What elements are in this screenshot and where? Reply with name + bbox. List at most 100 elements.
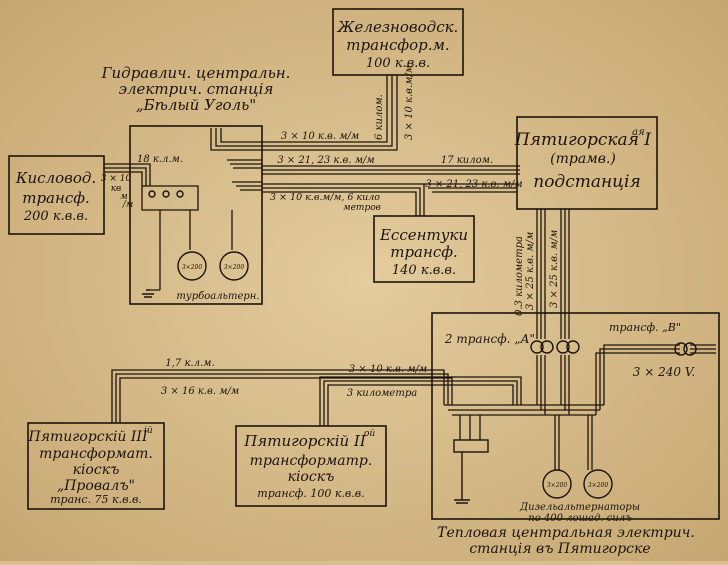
label-diesel-1: Дизельальтернаторы (519, 502, 640, 513)
line-therm-pyat3-1 (111, 369, 445, 423)
label-turbo: турбоальтерн. (176, 291, 259, 302)
label-diesel-2: по 400 лошад. силъ (528, 513, 632, 524)
line-therm-pyat2-1 (319, 376, 522, 426)
thermal-ground (454, 452, 470, 504)
hydro-station-box (129, 125, 263, 305)
pyat2-line-1: Пятигорскій II (243, 432, 367, 450)
pyatigorsk-3-box (27, 422, 165, 510)
line-kisl-hydro-3 (104, 171, 143, 186)
line-therm-pyat2-3 (327, 384, 514, 426)
line-kisl-hydro-2 (104, 167, 147, 186)
thermal-line-1: Тепловая центральная электрич. (437, 525, 695, 541)
trans-a-coil-2 (540, 340, 554, 354)
thermal-station-box (431, 312, 720, 520)
pyat2-line-1-sup: ой (364, 429, 375, 439)
label-pyat1-incoming: 3 × 21, 23 к.в. м/м (425, 179, 522, 190)
zhel-line-2: трансфор.м. (346, 36, 449, 54)
line-hydro-pyat1-1 (227, 159, 520, 167)
thermal-busbar (444, 404, 604, 416)
zheleznovodsk-box (332, 8, 464, 76)
label-zhel-spec: 3 × 10 к.в.м/м (404, 65, 415, 140)
kisl-line-3: 200 к.в.в. (23, 209, 88, 224)
label-kisl-spec-4: /м (122, 200, 134, 210)
trans-a-coil-4 (566, 340, 580, 354)
label-240v: 3 × 240 V. (633, 365, 695, 379)
thermal-trans-b-lines (595, 344, 680, 415)
line-therm-pyat3-2 (115, 373, 449, 423)
pyatigorsk-2-box (235, 425, 387, 507)
line-hydro-zhel-3 (210, 75, 398, 151)
line-therm-pyat2-2 (323, 380, 518, 426)
label-gen-diesel-1: 3×200 (547, 482, 567, 489)
label-pyat1-down-km: 0.3 километра (514, 236, 525, 316)
label-kisl-spec-3: м (120, 192, 127, 202)
thermal-trans-a-lines (536, 355, 570, 415)
hydro-internal-wiring (150, 210, 233, 291)
pyat1-line-1: Пятигорская I (514, 130, 651, 150)
equipment-symbols (142, 190, 697, 504)
label-ess-metres: метров (343, 203, 381, 213)
line-hydro-zhel-1 (215, 75, 393, 147)
label-hydro-pyat1: 3 × 21, 23 к.в. м/м (277, 155, 374, 166)
pyat2-line-3: кіоскъ (288, 469, 335, 485)
hydro-line-1: Гидравлич. центральн. (101, 64, 291, 82)
label-pyat2-spec: 3 × 10 к.в. м/м (349, 364, 427, 375)
pyat3-line-3: кіоскъ (73, 462, 120, 478)
line-hydro-zhel-2 (220, 75, 388, 143)
line-therm-pyat3-3 (119, 377, 453, 423)
hydro-transformer-2 (162, 190, 170, 198)
label-kisl-spec-1: 3 × 10 (101, 174, 132, 184)
hydro-transformer-1 (148, 190, 156, 198)
pyat1-line-3: подстанція (533, 172, 641, 192)
label-pyat1-down-b: 3 × 25 к.в. м/м (549, 230, 560, 308)
diesel-generator-1 (542, 469, 572, 499)
label-pyat3-km: 1,7 к.л.м. (165, 358, 214, 369)
kisl-line-1: Кисловод. (15, 169, 96, 187)
label-kisl-km: 18 к.л.м. (137, 154, 183, 165)
thermal-to-transformers (459, 415, 481, 440)
thermal-transformer-bank (453, 439, 489, 453)
label-hydro-zhel: 3 × 10 к.в. м/м (281, 131, 359, 142)
zhel-line-3: 100 к.в.в. (366, 56, 430, 71)
pyat2-line-2: трансформатр. (250, 453, 373, 469)
label-trans-a: 2 трансф. „А" (444, 332, 535, 346)
pyat3-line-1: Пятигорскій III (28, 429, 148, 445)
label-pyat3-spec: 3 × 16 к.в. м/м (161, 386, 239, 397)
thermal-to-diesel (554, 415, 593, 470)
pyat3-line-1-sup: ій (144, 426, 153, 436)
trans-b-coil-2 (683, 342, 697, 356)
label-17km: 17 килом. (441, 155, 493, 166)
label-gen-hydro-1: 3×200 (182, 264, 202, 271)
hydro-switchgear (141, 185, 199, 211)
line-labels: 3 × 10 к.в. м/м 6 килом. 3 × 10 к.в.м/м … (101, 65, 560, 399)
line-hydro-ess-3 (240, 189, 417, 216)
pyat3-line-2: трансформат. (39, 446, 153, 462)
equipment-labels: турбоальтерн. 2 трансф. „А" трансф. „В" … (176, 264, 695, 524)
label-kisl-spec-2: кв (111, 184, 122, 194)
line-kisl-hydro-1 (104, 163, 151, 186)
ess-line-2: трансф. (390, 243, 458, 261)
ess-line-1: Ессентуки (379, 226, 468, 244)
hydro-transformer-3 (176, 190, 184, 198)
kisl-line-2: трансф. (22, 189, 90, 207)
hydro-generator-1 (177, 251, 207, 281)
diesel-generator-2 (583, 469, 613, 499)
label-trans-b: трансф. „В" (609, 321, 681, 334)
label-zhel-km: 6 килом. (374, 94, 385, 140)
trans-a-coil-3 (556, 340, 570, 354)
label-gen-hydro-2: 3×200 (224, 264, 244, 271)
pyatigorsk-1-box (516, 116, 658, 210)
line-hydro-ess-2 (236, 185, 421, 216)
zhel-line-1: Железноводск. (337, 18, 459, 36)
ess-line-3: 140 к.в.в. (392, 263, 456, 278)
thermal-line-2: станція въ Пятигорске (469, 541, 650, 557)
pyat3-line-4: „Провалъ" (57, 478, 135, 494)
label-gen-diesel-2: 3×200 (588, 482, 608, 489)
pyat2-line-4: трансф. 100 к.в.в. (257, 487, 364, 500)
line-bundles (104, 75, 716, 470)
label-hydro-ess: 3 × 10 к.в.м/м, 6 кило (270, 192, 380, 203)
hydro-generator-2 (219, 251, 249, 281)
kislovodsk-box (8, 155, 105, 235)
